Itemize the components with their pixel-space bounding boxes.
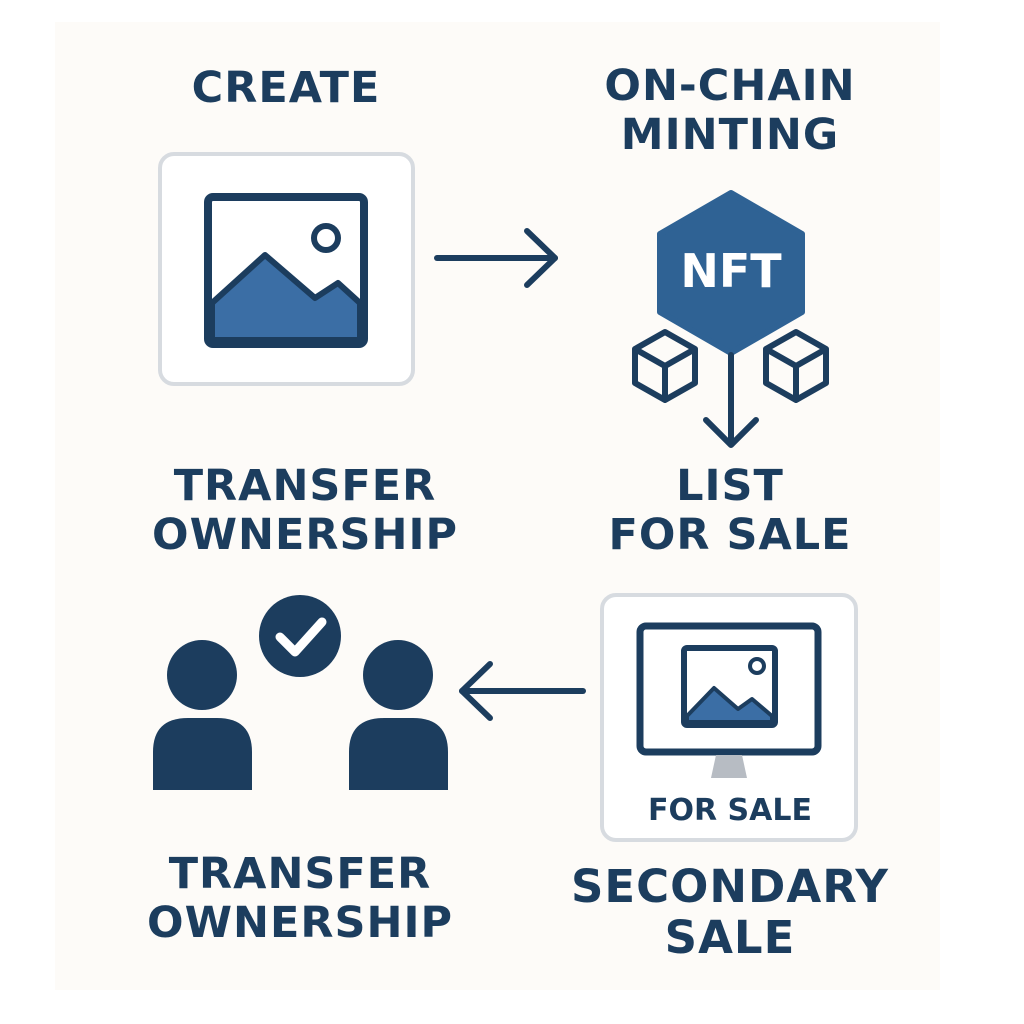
secondary-title: SECONDARY SALE	[555, 860, 905, 964]
user-left-body	[153, 718, 252, 790]
user-right-head	[363, 640, 433, 710]
minting-title: ON-CHAIN MINTING	[585, 62, 875, 159]
transfer-title-bottom: TRANSFER OWNERSHIP	[140, 850, 460, 947]
arrow-create-to-mint	[434, 228, 558, 288]
image-icon	[204, 193, 368, 348]
transfer-bottom-line-2: OWNERSHIP	[147, 897, 453, 948]
monitor-icon	[636, 622, 822, 778]
transfer-top-line-1: TRANSFER	[173, 461, 437, 511]
minting-title-line-1: ON-CHAIN	[604, 61, 856, 111]
secondary-title-line-1: SECONDARY	[570, 860, 890, 913]
secondary-title-line-2: SALE	[664, 910, 796, 964]
list-title: LIST FOR SALE	[595, 462, 865, 559]
check-icon	[275, 617, 327, 657]
create-title: CREATE	[191, 63, 381, 113]
secondary-step: FOR SALE	[600, 593, 858, 842]
arrow-secondary-to-transfer	[459, 661, 586, 721]
list-title-line-1: LIST	[676, 461, 784, 511]
transfer-title-top: TRANSFER OWNERSHIP	[140, 462, 470, 559]
screen-caption: FOR SALE	[648, 793, 812, 828]
user-right-body	[349, 718, 448, 790]
cube-icon-right	[763, 329, 829, 403]
user-left-head	[167, 640, 237, 710]
cube-icon-left	[632, 329, 698, 403]
transfer-top-line-2: OWNERSHIP	[152, 509, 458, 560]
minting-title-line-2: MINTING	[620, 109, 840, 160]
create-step	[158, 152, 415, 386]
transfer-bottom-line-1: TRANSFER	[168, 849, 432, 899]
check-badge	[259, 595, 341, 677]
nft-badge-text: NFT	[680, 244, 782, 298]
users-check-icon	[153, 595, 448, 790]
arrow-mint-to-list	[703, 352, 759, 448]
minting-step: NFT	[632, 190, 829, 448]
list-title-line-2: FOR SALE	[608, 509, 852, 560]
